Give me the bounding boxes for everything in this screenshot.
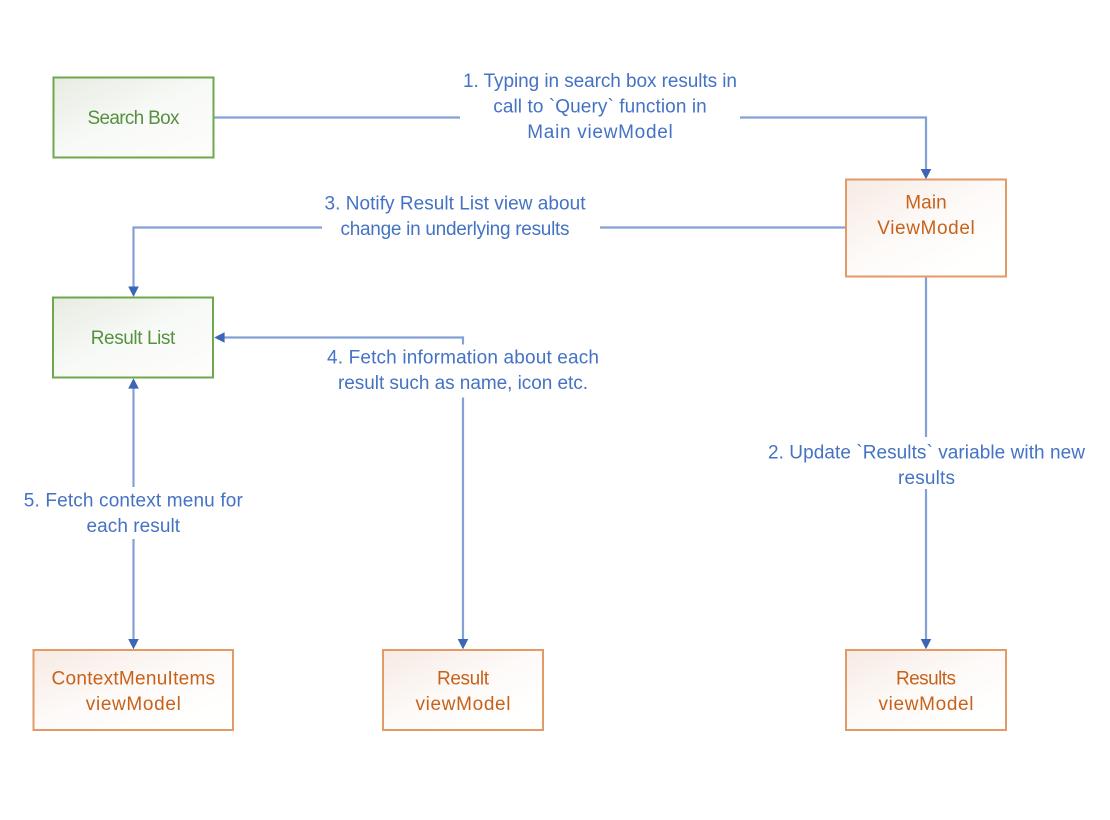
svg-text:change in underlying results: change in underlying results (341, 219, 570, 240)
svg-text:result such as name, icon etc.: result such as name, icon etc. (338, 373, 588, 394)
svg-text:ViewModel: ViewModel (877, 218, 975, 239)
svg-text:5. Fetch context menu for: 5. Fetch context menu for (24, 491, 244, 512)
svg-text:call to `Query` function in: call to `Query` function in (493, 97, 707, 118)
svg-text:each result: each result (87, 516, 181, 537)
svg-text:viewModel: viewModel (86, 694, 181, 715)
svg-text:Main: Main (905, 193, 947, 214)
svg-text:viewModel: viewModel (416, 694, 511, 715)
svg-text:3. Notify Result List view abo: 3. Notify Result List view about (325, 194, 587, 215)
svg-text:Result: Result (437, 668, 490, 689)
svg-text:Main viewModel: Main viewModel (527, 122, 673, 143)
svg-text:Search Box: Search Box (88, 108, 181, 129)
svg-text:results: results (898, 468, 955, 489)
svg-text:1. Typing in search box result: 1. Typing in search box results in (463, 71, 737, 92)
svg-text:2. Update `Results` variable w: 2. Update `Results` variable with new (768, 442, 1085, 463)
svg-text:ContextMenuItems: ContextMenuItems (52, 668, 215, 689)
svg-text:4. Fetch information about eac: 4. Fetch information about each (327, 348, 599, 369)
svg-text:viewModel: viewModel (879, 694, 974, 715)
svg-text:Results: Results (896, 668, 956, 689)
svg-text:Result List: Result List (91, 328, 176, 349)
